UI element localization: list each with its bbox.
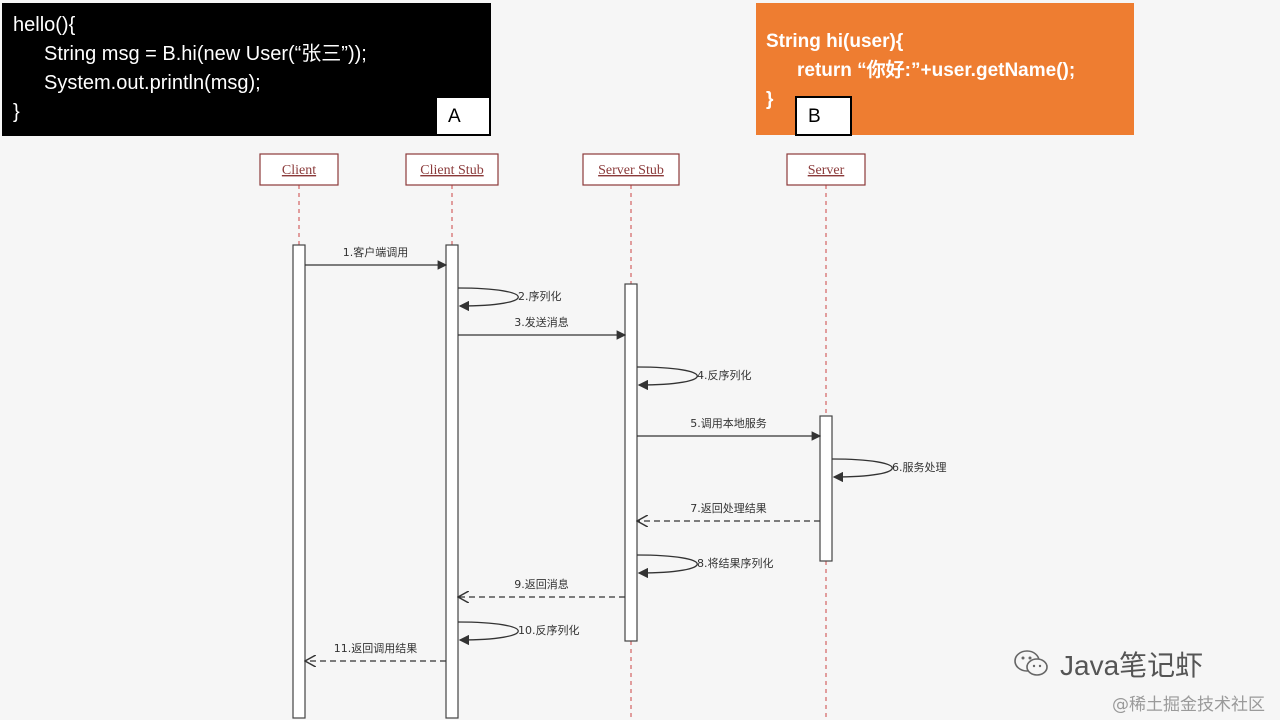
message-8: 8.将结果序列化 xyxy=(636,554,774,579)
message-label-6: 6.服务处理 xyxy=(892,461,947,474)
message-4: 4.反序列化 xyxy=(636,366,752,391)
activation-bar-1 xyxy=(445,244,459,719)
message-label-7: 7.返回处理结果 xyxy=(690,502,767,515)
message-1: 1.客户端调用 xyxy=(305,245,448,270)
participant-box-3 xyxy=(786,153,866,186)
message-6: 6.服务处理 xyxy=(831,458,947,483)
participant-label-2: Server Stub xyxy=(598,163,664,178)
participant-label-0: Client xyxy=(282,163,316,178)
code-a-line-2: String msg = B.hi(new User(“张三”)); xyxy=(44,43,367,65)
message-11: 11.返回调用结果 xyxy=(305,642,446,661)
message-label-11: 11.返回调用结果 xyxy=(334,642,418,655)
participant-label-3: Server xyxy=(808,163,845,178)
code-block-a: hello(){ String msg = B.hi(new User(“张三”… xyxy=(2,3,491,136)
code-a-line-1: hello(){ xyxy=(13,14,76,36)
participant-box-0 xyxy=(259,153,339,186)
participant-label-1: Client Stub xyxy=(420,163,483,178)
message-label-2: 2.序列化 xyxy=(518,289,562,303)
code-a-line-4: } xyxy=(13,101,20,123)
message-self-arrow-4 xyxy=(636,366,698,391)
activation-bar-3 xyxy=(819,415,833,562)
message-self-arrow-2 xyxy=(457,287,519,312)
message-label-5: 5.调用本地服务 xyxy=(690,416,767,430)
message-3: 3.发送消息 xyxy=(458,315,627,340)
code-b-line-3: } xyxy=(766,89,774,110)
message-label-8: 8.将结果序列化 xyxy=(697,556,774,570)
site-tag: @稀土掘金技术社区 xyxy=(1112,695,1265,715)
label-b: B xyxy=(795,96,852,136)
message-5: 5.调用本地服务 xyxy=(637,416,822,441)
participant-box-1 xyxy=(405,153,499,186)
message-self-arrow-10 xyxy=(457,621,519,646)
watermark: Java笔记虾 xyxy=(1012,643,1203,685)
message-label-10: 10.反序列化 xyxy=(518,623,580,637)
message-10: 10.反序列化 xyxy=(457,621,580,646)
message-label-9: 9.返回消息 xyxy=(514,577,569,591)
message-label-1: 1.客户端调用 xyxy=(343,245,409,259)
message-7: 7.返回处理结果 xyxy=(637,502,820,521)
activation-bar-2 xyxy=(624,283,638,642)
code-b-line-2: return “你好:”+user.getName(); xyxy=(797,60,1076,81)
code-a-line-3: System.out.println(msg); xyxy=(44,72,261,94)
code-b-line-1: String hi(user){ xyxy=(766,31,904,52)
message-label-3: 3.发送消息 xyxy=(514,315,569,329)
watermark-text: Java笔记虾 xyxy=(1060,650,1204,681)
activation-bar-0 xyxy=(292,244,306,719)
message-9: 9.返回消息 xyxy=(458,577,625,597)
participant-box-2 xyxy=(582,153,680,186)
message-label-4: 4.反序列化 xyxy=(697,368,752,382)
message-self-arrow-6 xyxy=(831,458,893,483)
message-self-arrow-8 xyxy=(636,554,698,579)
message-2: 2.序列化 xyxy=(457,287,562,312)
wechat-icon xyxy=(1014,650,1048,676)
label-a: A xyxy=(435,96,491,136)
